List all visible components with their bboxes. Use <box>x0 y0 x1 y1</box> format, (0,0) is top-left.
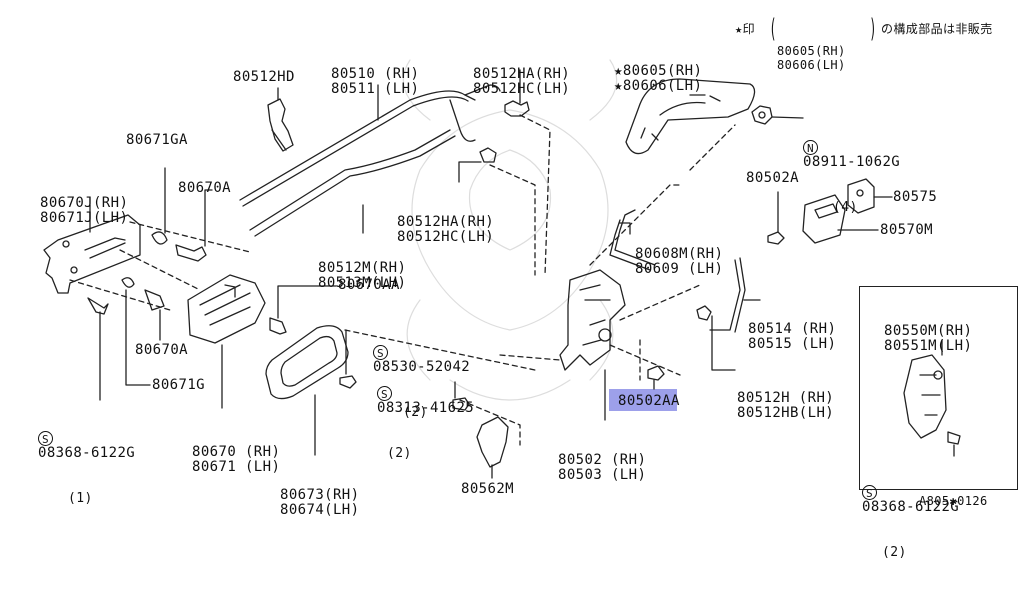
outer-handle-drawing <box>625 78 756 155</box>
rod-80608m-drawing <box>609 209 656 271</box>
bolt-08368-left-drawing <box>87 297 109 401</box>
bracket-80570m-drawing <box>802 194 879 244</box>
label-80570m: 80570M <box>880 222 933 238</box>
label-80605: ★80605(RH)★80606(LH) <box>614 63 703 94</box>
latch-80502-drawing <box>559 269 626 421</box>
label-80608m: 80608M(RH)80609 (LH) <box>635 246 724 277</box>
note-parts: 80605(RH)80606(LH) <box>777 44 846 72</box>
label-80512h: 80512H (RH)80512HB(LH) <box>737 390 835 421</box>
screw-08313-drawing <box>452 381 470 411</box>
nut-08911-drawing <box>751 105 804 125</box>
inset-actuator-drawing <box>903 339 961 457</box>
clip-80512ha-top-drawing <box>504 69 530 117</box>
label-80502a: 80502A <box>746 170 799 186</box>
label-80502: 80502 (RH)80503 (LH) <box>558 452 647 483</box>
clip-80512hd-drawing <box>267 87 294 152</box>
escutcheon-80673-drawing <box>265 325 349 456</box>
clip-80512h-drawing <box>696 305 736 371</box>
plate-80575-drawing <box>847 178 893 214</box>
label-80671g: 80671G <box>152 377 205 393</box>
small-parts-upper-drawing <box>151 167 213 262</box>
parts-diagram: 80510 (RH)80511 (LH) 80512HA(RH)80512HC(… <box>38 14 1018 560</box>
label-80510: 80510 (RH)80511 (LH) <box>331 66 420 97</box>
label-80514: 80514 (RH)80515 (LH) <box>748 321 837 352</box>
note-paren-close: ) <box>869 14 877 44</box>
screw-symbol-inset: S <box>862 485 877 500</box>
figure-code: A805✱0126 <box>919 494 988 508</box>
label-80671ga: 80671GA <box>126 132 188 148</box>
rod-80514-drawing <box>709 257 761 333</box>
label-80512ha-mid: 80512HA(RH)80512HC(LH) <box>397 214 495 245</box>
label-80512hd: 80512HD <box>233 69 295 85</box>
label-80562m: 80562M <box>461 481 514 497</box>
label-80670aa: 80670AA <box>338 277 400 293</box>
label-80670a-bottom: 80670A <box>135 342 188 358</box>
nut-symbol: N <box>803 140 818 155</box>
rod-80510-drawing <box>239 84 501 237</box>
clip-80512ha-mid-drawing <box>458 147 497 183</box>
screw-08530-drawing <box>339 329 357 389</box>
label-80673: 80673(RH)80674(LH) <box>280 487 360 518</box>
highlight-80502aa <box>609 389 677 411</box>
bracket-80562m-drawing <box>476 416 509 479</box>
label-80502aa: 80502AA <box>618 393 680 409</box>
label-80512ha-top: 80512HA(RH)80512HC(LH) <box>473 66 571 97</box>
label-80670j: 80670J(RH)80671J(LH) <box>40 195 129 226</box>
note-star: ★印 <box>735 22 756 36</box>
label-80670: 80670 (RH)80671 (LH) <box>192 444 281 475</box>
inset-box <box>859 286 1018 490</box>
note-text: の構成部品は非販売 <box>881 22 993 36</box>
dashed-guides <box>69 114 736 446</box>
screw-symbol-08530: S <box>373 345 388 360</box>
label-80550m: 80550M(RH)80551M(LH) <box>884 323 973 354</box>
diagram-drawing <box>43 59 961 479</box>
label-80512m: 80512M(RH)80513M(LH) <box>318 260 407 291</box>
bolt-80502a-drawing <box>767 191 785 245</box>
inner-handle-80670-drawing <box>187 274 266 409</box>
label-80575: 80575 <box>893 189 938 205</box>
screw-80502aa-drawing <box>647 365 665 390</box>
note-not-sold: ★印 ( 80605(RH)80606(LH) ) の構成部品は非販売 <box>735 14 992 114</box>
small-parts-lower-drawing <box>121 277 165 386</box>
watermark-crest <box>402 59 618 401</box>
note-paren-open: ( <box>769 14 777 44</box>
label-80670a-top: 80670A <box>178 180 231 196</box>
screw-symbol-08313: S <box>377 386 392 401</box>
screw-80670aa-drawing <box>269 285 337 335</box>
screw-symbol-08368: S <box>38 431 53 446</box>
base-80670j-drawing <box>43 204 141 294</box>
